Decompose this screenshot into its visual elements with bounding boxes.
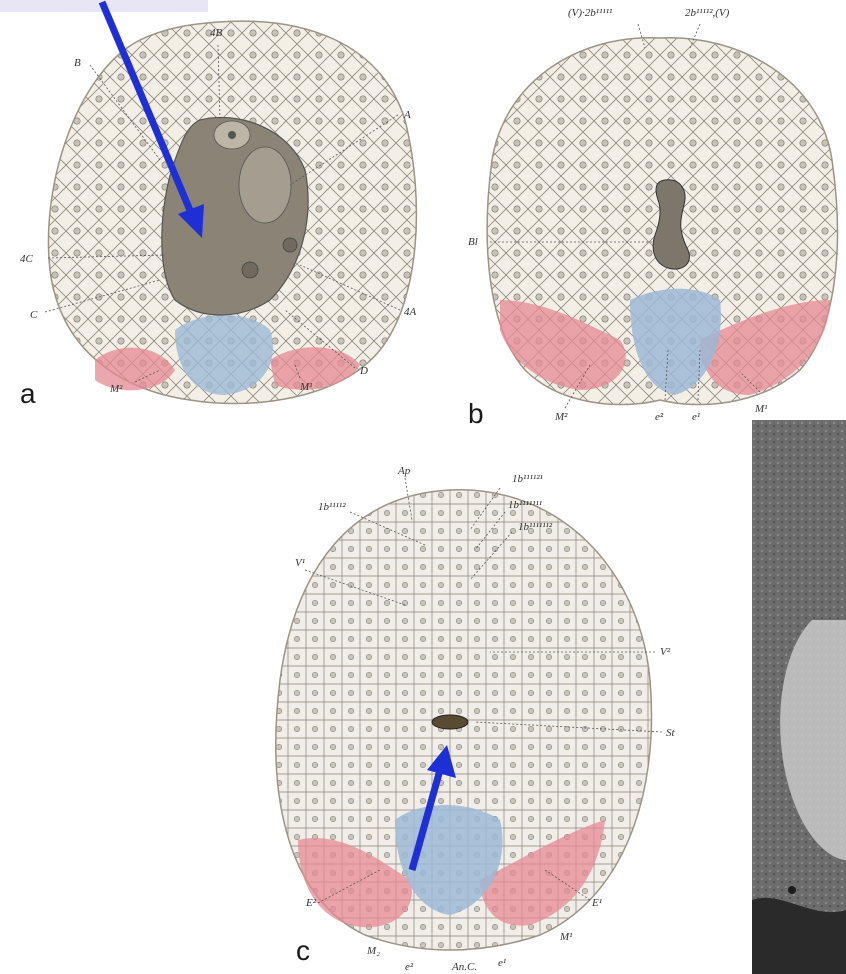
label-a-M1: M¹ [299,381,312,393]
label-a-D: D [359,365,368,377]
label-c-e1: e¹ [498,957,506,969]
label-a-4B: 4B [210,27,223,39]
panel-letter-a: a [20,378,36,410]
label-b-e2: e² [655,411,664,423]
label-b-e1: e¹ [692,411,700,423]
label-c-V1: V¹ [295,557,305,569]
label-c-1b-top: 1b¹¹¹¹²¹ [512,473,543,485]
label-c-AnC: An.C. [451,961,477,973]
label-c-St: St [666,727,676,739]
label-c-Ap: Ap [397,465,411,477]
panel-a-embryo: 4B B A 4C C 4A D M² M¹ [20,21,417,403]
label-c-1b-left: 1b¹¹¹¹² [318,501,346,513]
label-a-M2: M² [109,383,123,395]
label-b-M2: M² [554,411,568,423]
label-a-B: B [74,57,81,69]
panel-letter-c: c [296,935,310,967]
label-c-1b-low: 1b¹¹¹¹¹¹² [518,521,553,533]
label-b-top-left: (V)·2b¹¹¹¹¹ [568,7,612,19]
label-c-E2: E² [305,897,317,909]
panel-letter-b: b [468,398,484,430]
label-c-e2: e² [405,961,414,973]
panel-b-embryo: (V)·2b¹¹¹¹¹ 2b¹¹¹¹²,(V) Bl M² e² e¹ M¹ [468,7,837,423]
panel-c-embryo: Ap 1b¹¹¹¹²¹ 1b¹¹¹¹² 1b¹¹¹¹¹¹¹ 1b¹¹¹¹¹¹² … [276,465,676,973]
sem-photo [752,420,846,974]
label-a-4C: 4C [20,253,34,265]
sem-texture [752,420,846,974]
label-c-E1: E¹ [591,897,602,909]
label-b-M1: M¹ [754,403,767,415]
label-a-4A: 4A [404,306,417,318]
label-a-C: C [30,309,38,321]
label-c-V2: V² [660,646,671,658]
label-c-1b-mid: 1b¹¹¹¹¹¹¹ [508,499,542,511]
label-c-M1: M¹ [559,931,572,943]
label-c-M2: M₂ [366,945,380,957]
label-b-top-right: 2b¹¹¹¹²,(V) [685,7,730,19]
label-b-Bl: Bl [468,236,478,248]
label-a-A: A [403,109,411,121]
